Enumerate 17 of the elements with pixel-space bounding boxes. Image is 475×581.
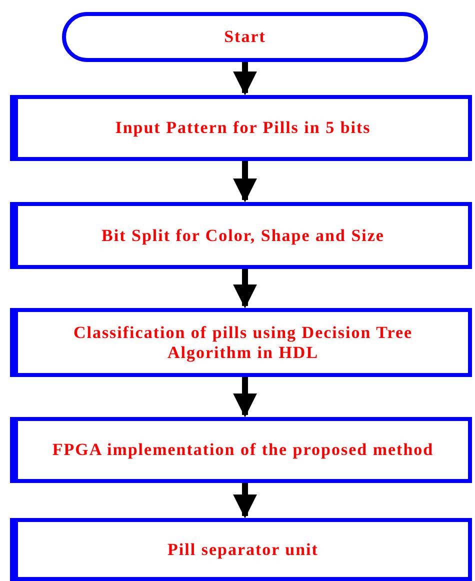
node-label: Bit Split for Color, Shape and Size (102, 226, 384, 246)
arrow (233, 377, 257, 418)
process-box (10, 202, 472, 269)
node-label: FPGA implementation of the proposed method (52, 440, 434, 460)
process-box (10, 95, 472, 161)
arrow (233, 161, 257, 202)
arrow (233, 483, 257, 518)
node-label: Pill separator unit (168, 540, 318, 560)
process-box (10, 518, 472, 581)
process-box (10, 308, 472, 377)
node-label: Start (224, 27, 266, 47)
arrow (233, 269, 257, 308)
process-box (10, 417, 472, 483)
node-label: Input Pattern for Pills in 5 bits (115, 118, 371, 138)
node-label: Classification of pills using Decision Tree Algorithm in HDL (72, 322, 414, 362)
start-terminal (62, 12, 428, 62)
arrow (233, 62, 257, 96)
